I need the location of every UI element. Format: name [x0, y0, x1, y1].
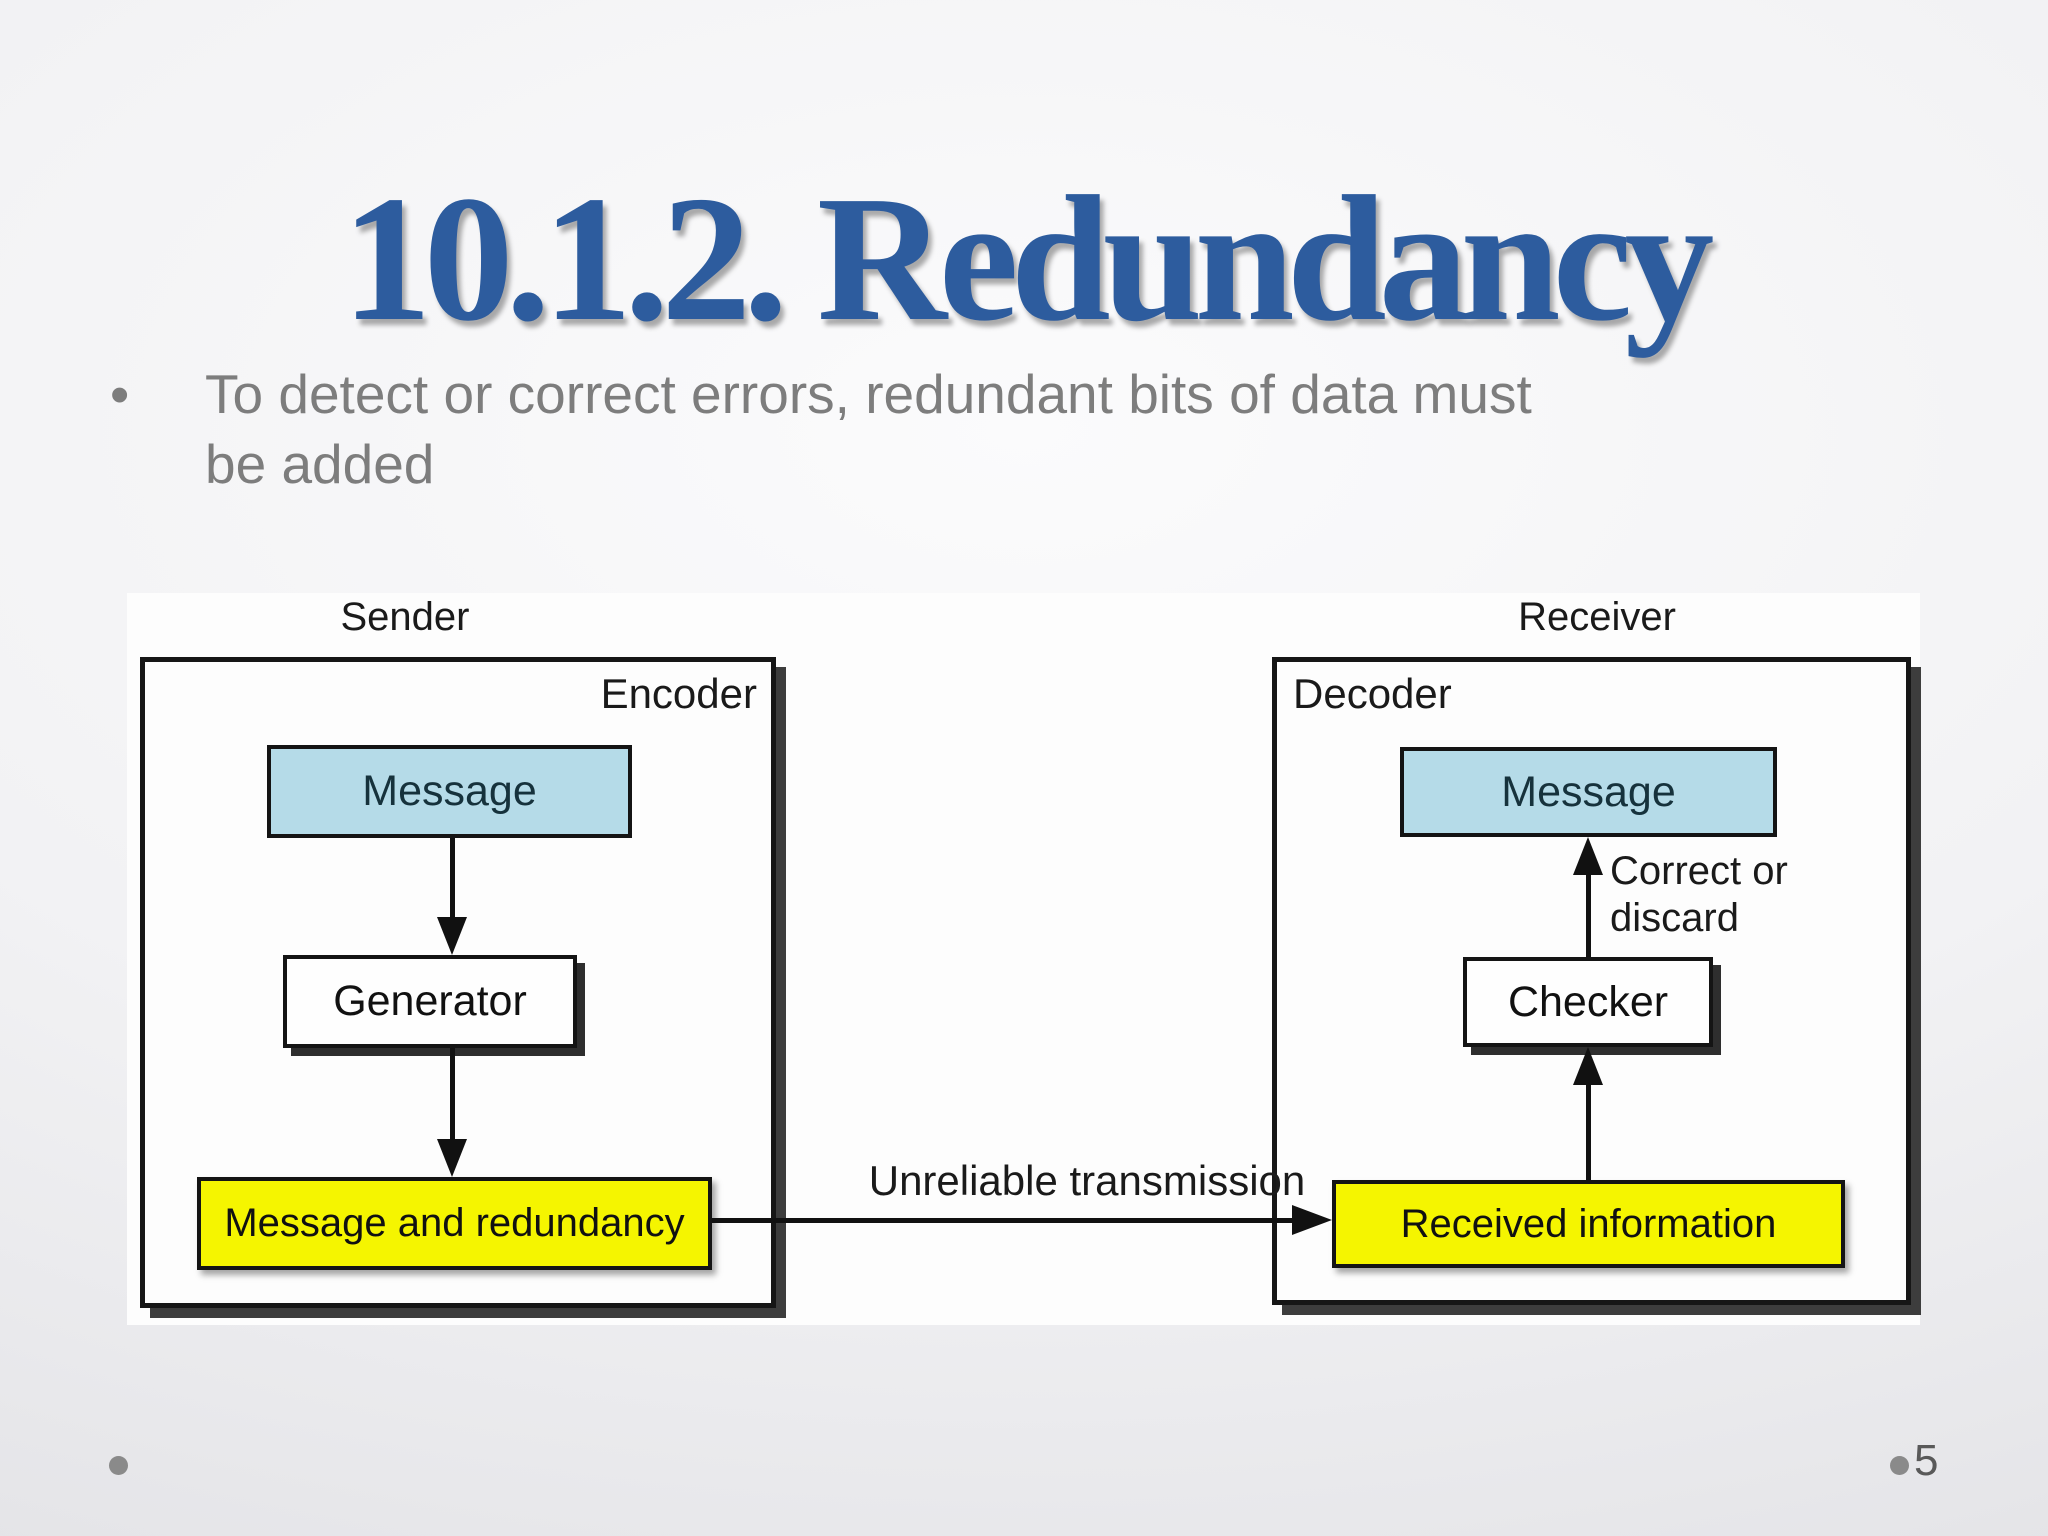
footer-dot-right	[1890, 1456, 1909, 1475]
slide-title: 10.1.2. Redundancy	[341, 158, 1715, 358]
checker-box: Checker	[1463, 957, 1713, 1047]
arrow-line-generator-to-output	[450, 1048, 455, 1140]
arrow-head-up-icon	[1573, 1047, 1603, 1085]
receiver-label: Receiver	[1518, 595, 1676, 639]
encoder-label: Encoder	[600, 670, 757, 717]
encoder-message-box: Message	[267, 745, 632, 838]
arrow-head-up-icon	[1573, 837, 1603, 875]
generator-box: Generator	[283, 955, 577, 1048]
decoder-message-box: Message	[1400, 747, 1777, 837]
correct-or-discard-label: Correct or discard	[1610, 849, 1788, 941]
encoder-box: Encoder Message Generator Message and re…	[140, 657, 776, 1308]
arrow-line-checker-to-message	[1586, 875, 1591, 957]
page-number: 5	[1914, 1436, 1939, 1485]
arrow-head-down-icon	[437, 917, 467, 955]
received-information-box: Received information	[1332, 1180, 1845, 1268]
decoder-label: Decoder	[1293, 670, 1452, 717]
bullet-list: • To detect or correct errors, redundant…	[110, 360, 1570, 500]
transmission-label: Unreliable transmission	[868, 1157, 1306, 1204]
bullet-text: To detect or correct errors, redundant b…	[205, 363, 1532, 495]
arrow-line-input-to-checker	[1586, 1085, 1591, 1180]
arrow-line-message-to-generator	[450, 838, 455, 920]
decoder-box: Decoder Message Checker Received informa…	[1272, 657, 1911, 1305]
sender-label: Sender	[340, 595, 470, 639]
arrow-head-right-icon	[1292, 1205, 1332, 1235]
bullet-icon: •	[110, 363, 130, 425]
diagram-panel: Sender Receiver Encoder Message Generato…	[127, 593, 1920, 1325]
arrow-line-transmission	[712, 1218, 1292, 1223]
footer-dot-left	[109, 1456, 128, 1475]
message-and-redundancy-box: Message and redundancy	[197, 1177, 712, 1270]
arrow-head-down-icon	[437, 1139, 467, 1177]
